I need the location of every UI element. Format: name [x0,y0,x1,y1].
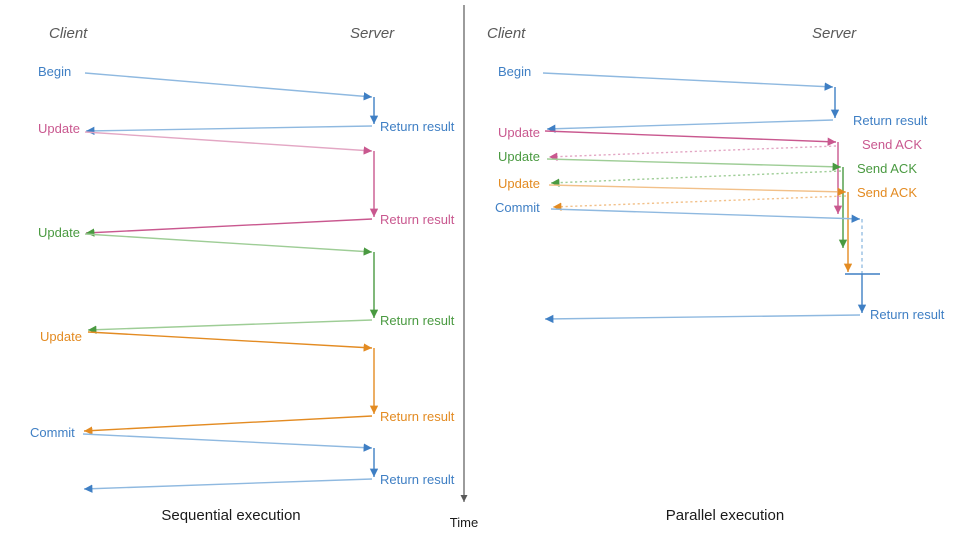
par-exchange-update-1: Update Send ACK [498,125,922,214]
seq-label-return-result-1: Return result [380,119,455,134]
par-label-send-ack-2: Send ACK [857,161,917,176]
seq-exchange-begin: Begin Return result [38,64,455,136]
seq-arrow-update2-response [87,319,373,334]
par-label-begin: Begin [498,64,531,79]
par-arrow-commit-request [550,208,861,223]
time-axis-label: Time [450,515,478,530]
seq-arrow-update1-request [84,131,373,155]
server-header-right: Server [812,25,857,42]
seq-label-commit: Commit [30,425,75,440]
seq-label-begin: Begin [38,64,71,79]
seq-arrow-begin-response [85,125,373,136]
time-axis: Time [450,5,478,530]
seq-arrow-commit-response [83,478,373,493]
client-header-right: Client [487,25,526,42]
client-header-left: Client [49,25,88,42]
seq-label-return-result-2: Return result [380,212,455,227]
par-arrow-commit-response [544,314,861,324]
par-label-update-1: Update [498,125,540,140]
par-label-commit: Commit [495,200,540,215]
par-label-send-ack-1: Send ACK [862,137,922,152]
panel-parallel: Client Server Begin Return result Update… [487,25,945,524]
seq-arrow-update2-request [84,233,373,256]
par-arrow-update3-ack [552,195,847,211]
seq-arrow-update3-request [87,331,373,352]
par-arrow-begin-request [542,72,834,91]
par-label-return-result-1: Return result [853,113,928,128]
seq-exchange-update-3: Update Return result [40,329,455,435]
par-exchange-update-2: Update Send ACK [498,149,917,248]
par-label-return-result-2: Return result [870,307,945,322]
par-arrow-update2-ack [550,170,842,187]
seq-label-update-2: Update [38,225,80,240]
seq-arrow-commit-request [82,433,373,452]
par-arrow-update1-ack [548,145,837,161]
par-arrow-update2-request [546,158,842,171]
par-exchange-update-3: Update Send ACK [498,176,917,272]
seq-arrow-update1-response [85,218,373,237]
caption-parallel: Parallel execution [666,507,784,524]
seq-arrow-update3-response [83,415,373,435]
seq-label-update-3: Update [40,329,82,344]
seq-exchange-update-2: Update Return result [38,225,455,334]
par-arrow-update3-request [548,184,847,197]
par-arrow-begin-response [546,119,834,133]
seq-label-return-result-4: Return result [380,409,455,424]
par-arrow-update1-request [544,130,837,146]
seq-label-update-1: Update [38,121,80,136]
par-label-send-ack-3: Send ACK [857,185,917,200]
caption-sequential: Sequential execution [161,507,300,524]
seq-label-return-result-3: Return result [380,313,455,328]
par-exchange-begin: Begin Return result [498,64,928,133]
seq-exchange-commit: Commit Return result [30,425,455,493]
panel-sequential: Client Server Begin Return result Update… [30,25,455,524]
seq-label-return-result-5: Return result [380,472,455,487]
server-header-left: Server [350,25,395,42]
par-exchange-commit: Commit Return result [495,200,945,324]
par-label-update-3: Update [498,176,540,191]
seq-exchange-update-1: Update Return result [38,121,455,237]
seq-arrow-begin-request [84,72,373,101]
par-label-update-2: Update [498,149,540,164]
